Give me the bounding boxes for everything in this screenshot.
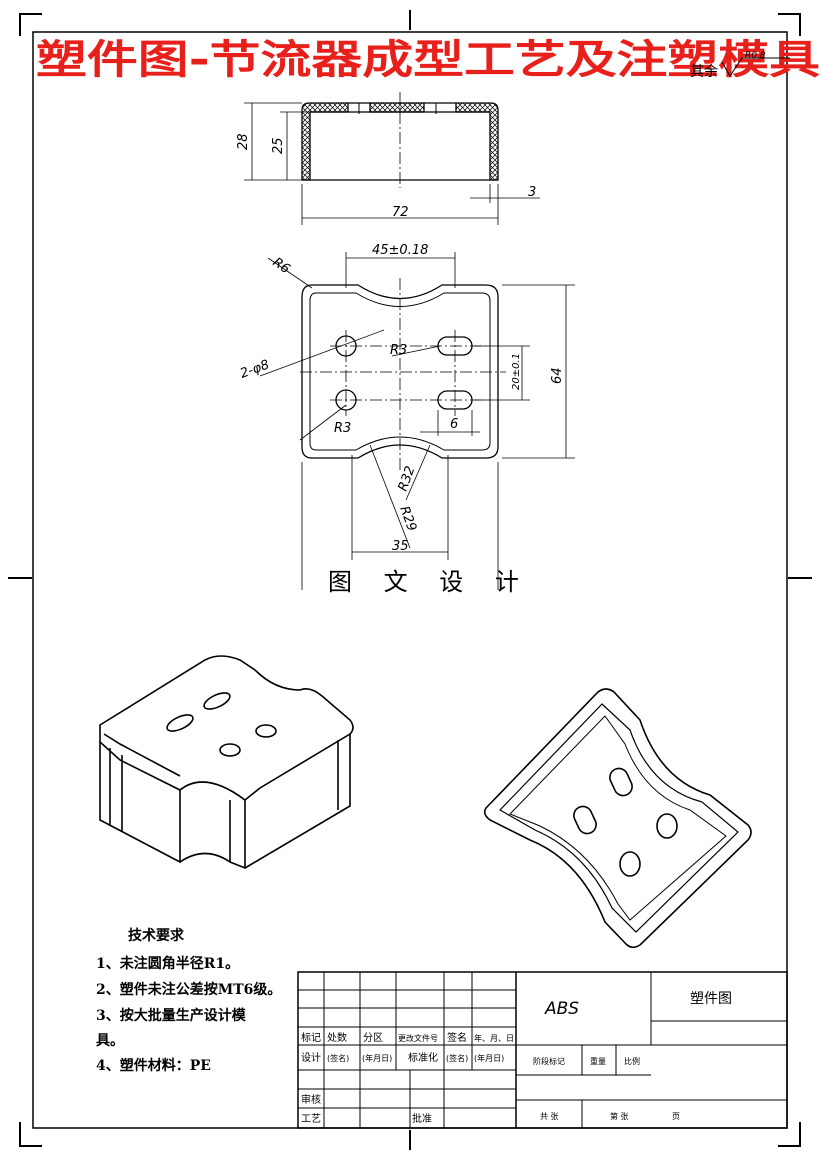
tech-heading: 技术要求 xyxy=(128,927,185,944)
isometric-view-bottom xyxy=(483,688,752,949)
tech-item: 4、塑件材料：PE xyxy=(96,1057,211,1074)
page-title: 塑件图-节流器成型工艺及注塑模具 xyxy=(36,37,820,83)
dim-wall: 3 xyxy=(528,185,536,200)
design-cell: 标准化 xyxy=(408,1051,438,1064)
scale-label: 比例 xyxy=(624,1056,640,1066)
dim-height-inner: 25 xyxy=(271,137,286,154)
header-cell: 分区 xyxy=(363,1032,383,1044)
header-cell: 签名 xyxy=(447,1031,467,1044)
crop-marks xyxy=(8,10,812,1150)
weight-label: 重量 xyxy=(590,1056,606,1066)
title-block xyxy=(297,971,788,1129)
dim-holes: 2-φ8 xyxy=(238,357,271,381)
dim-arc-r29: R29 xyxy=(396,504,419,533)
roughness-value: R0.8 xyxy=(745,51,766,61)
dim-height-outer: 28 xyxy=(236,133,251,150)
plan-view xyxy=(259,252,575,590)
section-view xyxy=(244,92,540,225)
dim-slot-radius-1: R3 xyxy=(390,343,407,358)
tech-item: 2、塑件未注公差按MT6级。 xyxy=(96,981,281,998)
design-cell: (年月日) xyxy=(362,1053,392,1063)
page-label: 页 xyxy=(672,1112,680,1121)
tech-item: 1、未注圆角半径R1。 xyxy=(96,955,239,972)
design-cell: (签名) xyxy=(327,1053,349,1063)
dim-slot-length: 6 xyxy=(450,417,458,432)
material-value: ABS xyxy=(544,999,579,1019)
part-name: 塑件图 xyxy=(690,991,732,1007)
dim-length: 64 xyxy=(550,367,565,384)
dim-bottom-span: 35 xyxy=(392,539,409,554)
sheet-number: 第 张 xyxy=(610,1111,629,1121)
design-cell: (年月日) xyxy=(474,1053,504,1063)
dim-top-span: 45±0.18 xyxy=(372,243,428,258)
sheets-total: 共 张 xyxy=(540,1112,559,1121)
dim-width: 72 xyxy=(392,205,409,220)
roughness-icon xyxy=(721,57,790,77)
header-cell: 标记 xyxy=(301,1032,321,1044)
watermark-text: 图 文 设 计 xyxy=(328,568,531,596)
roughness-note: 其余 xyxy=(690,63,718,80)
tech-item: 具。 xyxy=(95,1033,124,1049)
dim-slot-radius-2: R3 xyxy=(334,421,351,436)
header-cell: 处数 xyxy=(327,1031,347,1044)
dim-corner-radius: R6 xyxy=(270,255,293,277)
header-cell: 更改文件号 xyxy=(398,1033,438,1043)
stage-label: 阶段标记 xyxy=(533,1056,565,1066)
review-label: 审核 xyxy=(301,1093,321,1106)
dim-slot-pitch: 20±0.1 xyxy=(511,353,522,390)
tech-item: 3、按大批量生产设计模 xyxy=(96,1007,247,1024)
approve-label: 批准 xyxy=(412,1112,432,1125)
process-label: 工艺 xyxy=(301,1113,321,1125)
design-cell: 设计 xyxy=(301,1051,321,1064)
design-cell: (签名) xyxy=(446,1053,468,1063)
isometric-view-top xyxy=(99,655,354,870)
header-cell: 年、月、日 xyxy=(474,1033,514,1043)
